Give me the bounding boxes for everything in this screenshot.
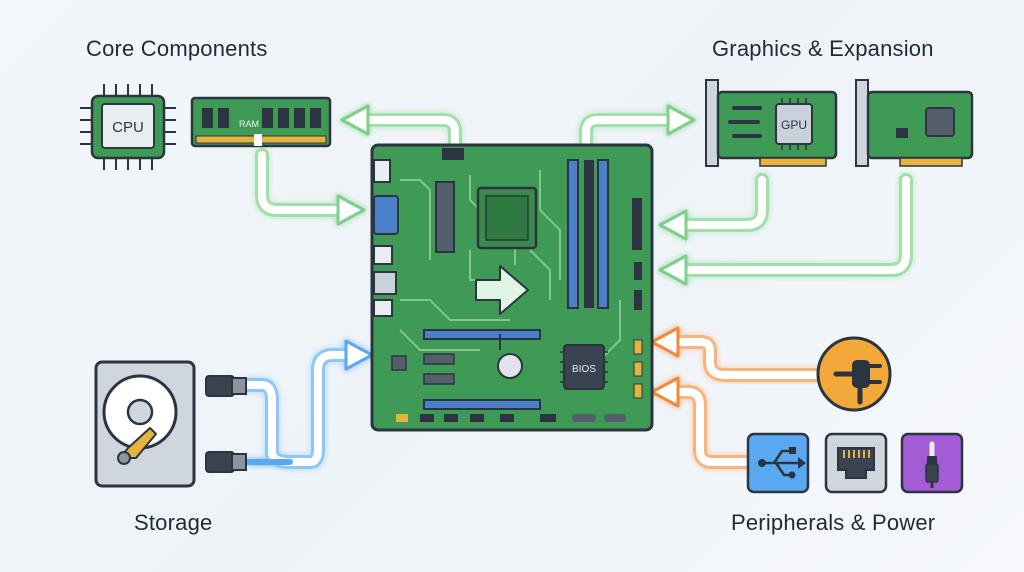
ethernet-port-icon — [824, 432, 888, 494]
bios-label: BIOS — [572, 364, 596, 375]
gpu-label: GPU — [781, 118, 807, 132]
section-title-peripherals: Peripherals & Power — [731, 510, 936, 535]
sata-connector-top — [205, 375, 247, 397]
expansion-card — [855, 79, 974, 167]
arrow-expansion-to-board — [658, 173, 913, 286]
section-title-storage: Storage — [134, 510, 213, 535]
section-title-core: Core Components — [86, 36, 268, 61]
arrow-storage-to-board — [241, 339, 374, 469]
usb-icon — [746, 432, 810, 494]
bios-chip: BIOS — [560, 344, 608, 390]
ram-module: RAM — [190, 96, 332, 148]
section-title-graphics: Graphics & Expansion — [712, 36, 934, 61]
arrow-board-to-gpu — [579, 104, 696, 157]
arrow-gpu-to-board — [658, 173, 769, 241]
motherboard: BIOS — [370, 143, 654, 432]
arrow-board-to-ram — [340, 104, 462, 157]
gpu-card: GPU — [705, 79, 838, 167]
arrow-power-to-board — [650, 326, 825, 382]
arrow-peripherals-to-board — [650, 376, 753, 469]
hard-drive-icon — [94, 360, 196, 488]
audio-jack-icon — [900, 432, 964, 494]
sata-connector-bottom — [205, 451, 247, 473]
cpu-label: CPU — [112, 119, 144, 136]
power-plug-icon — [816, 336, 892, 412]
ram-label: RAM — [239, 119, 259, 129]
cpu-chip: CPU — [80, 84, 176, 170]
arrow-ram-to-board — [255, 148, 366, 226]
